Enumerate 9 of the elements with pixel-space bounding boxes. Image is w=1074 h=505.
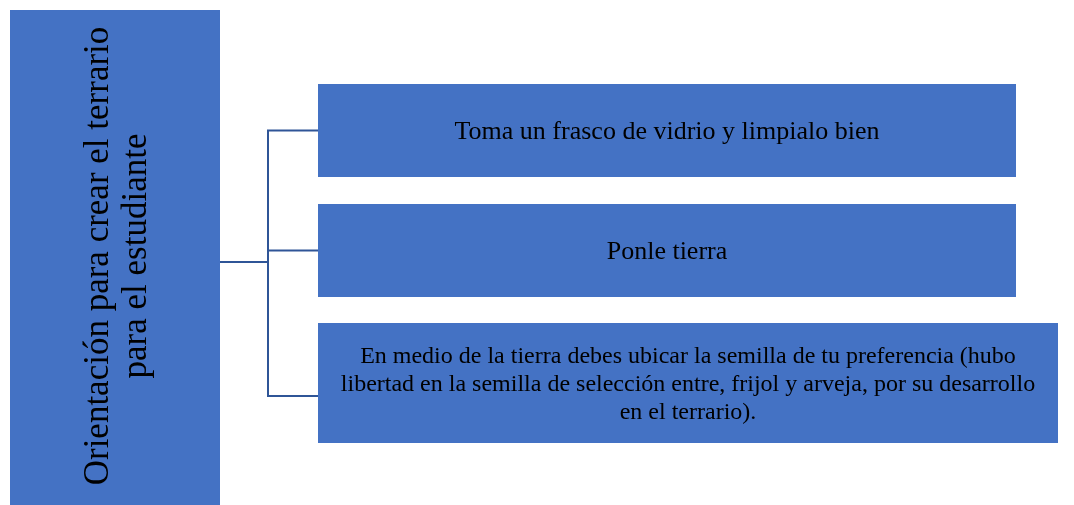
connector-line <box>219 261 319 397</box>
step-text: Toma un frasco de vidrio y limpialo bien <box>453 115 881 146</box>
title-panel <box>10 10 220 505</box>
step-text: Ponle tierra <box>605 235 729 266</box>
step-box <box>318 84 1016 177</box>
step-box <box>318 204 1016 297</box>
step-text: En medio de la tierra debes ubicar la semilla de tu preferencia (hubo libertad en la semilla de selección entre, frijol y arveja, por su desarrollo en el terrario). <box>339 341 1037 425</box>
step-box <box>318 323 1058 443</box>
vertical-title-text: Orientación para crear el terrario para el estudiante <box>77 25 153 487</box>
